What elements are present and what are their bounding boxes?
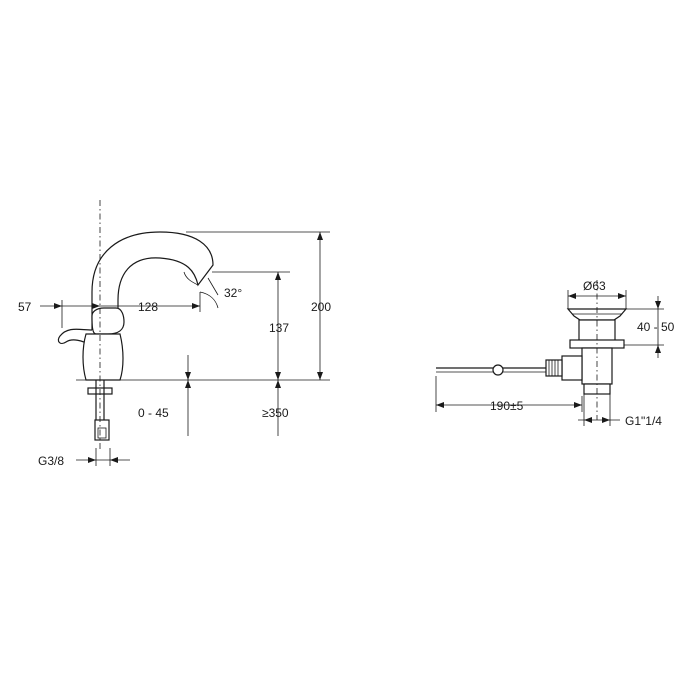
spout-outline <box>91 231 214 330</box>
tap-body <box>82 333 124 381</box>
dim-deck-thickness: 0 - 45 <box>138 406 169 420</box>
dim-outlet-thread: G1"1/4 <box>625 414 662 428</box>
dim-spout-height: 137 <box>269 321 289 335</box>
dim-spout-offset: 57 <box>18 300 32 314</box>
lever-curl <box>57 328 93 347</box>
dim-total-height: 200 <box>311 300 331 314</box>
dim-inlet-thread: G3/8 <box>38 454 64 468</box>
dim-angle: 32° <box>224 286 242 300</box>
dim-height-range: 40 - 50 <box>637 320 675 334</box>
inlet-connector <box>94 419 110 441</box>
dim-hose-length: ≥350 <box>262 406 289 420</box>
waste-dimensions: Ø63 40 - 50 190±5 G1"1/4 <box>435 279 675 428</box>
waste-side-view <box>436 280 628 420</box>
waste-rod-knob <box>492 364 504 376</box>
waste-threaded-coupling <box>545 359 563 377</box>
dim-reach: 128 <box>138 300 158 314</box>
dim-flange-diameter: Ø63 <box>583 279 606 293</box>
dim-rod-length: 190±5 <box>490 399 524 413</box>
tap-dimensions: 57 128 32° 137 200 0 - 45 ≥350 <box>18 231 331 468</box>
inlet-connector-inner <box>97 427 107 439</box>
spout-tip <box>183 271 199 286</box>
tap-side-view <box>57 200 292 450</box>
waste-side-branch <box>561 355 583 381</box>
lever-handle <box>91 307 125 335</box>
